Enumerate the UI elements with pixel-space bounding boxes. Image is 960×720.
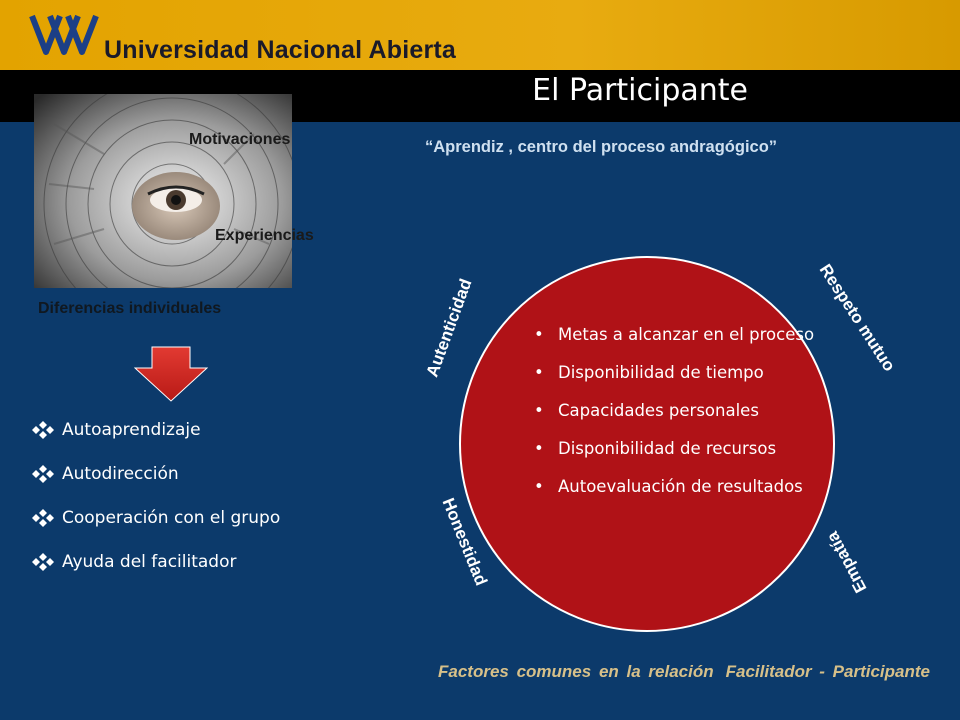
page-title: El Participante — [532, 73, 748, 108]
list-item: Capacidades personales — [528, 398, 818, 424]
footer-part1: Factores comunes en la relación — [438, 662, 714, 681]
circle-factors-list: Metas a alcanzar en el proceso Disponibi… — [528, 322, 818, 512]
down-arrow-icon — [134, 346, 208, 402]
list-item: Disponibilidad de tiempo — [528, 360, 818, 386]
diamond-bullet-icon — [32, 465, 54, 483]
list-item: Cooperación con el grupo — [32, 496, 280, 540]
learner-traits-list: Autoaprendizaje Autodirección Cooperació… — [32, 408, 280, 584]
footer-part2: Facilitador - Participante — [725, 662, 930, 681]
subtitle-quote: “Aprendiz , centro del proceso andragógi… — [425, 138, 778, 156]
list-item: Metas a alcanzar en el proceso — [528, 322, 818, 348]
list-item: Disponibilidad de recursos — [528, 436, 818, 462]
label-motivaciones: Motivaciones — [189, 131, 291, 148]
diamond-bullet-icon — [32, 421, 54, 439]
university-logo-icon — [29, 14, 99, 55]
list-item: Ayuda del facilitador — [32, 540, 280, 584]
eye-newspaper-image — [34, 94, 292, 288]
list-item: Autoevaluación de resultados — [528, 474, 818, 500]
footer-caption: Factores comunes en la relación Facilitad… — [426, 662, 930, 682]
university-name: Universidad Nacional Abierta — [104, 36, 456, 64]
header-band — [0, 0, 960, 70]
diamond-bullet-icon — [32, 509, 54, 527]
list-item: Autoaprendizaje — [32, 408, 280, 452]
diamond-bullet-icon — [32, 553, 54, 571]
caption-diferencias: Diferencias individuales — [38, 300, 222, 317]
label-experiencias: Experiencias — [215, 227, 314, 244]
list-item: Autodirección — [32, 452, 280, 496]
